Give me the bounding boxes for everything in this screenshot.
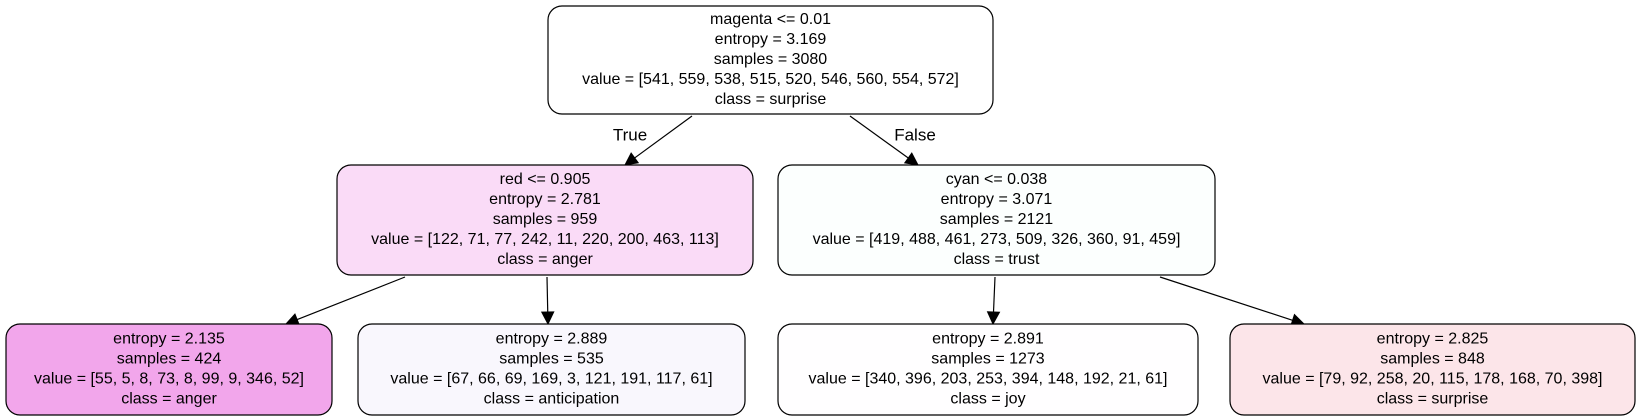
node-text-line: cyan <= 0.038: [946, 171, 1048, 188]
edge-line: [992, 276, 996, 313]
tree-node-n6: entropy = 2.825 samples = 848 value = [79,…: [1229, 323, 1636, 416]
node-text-line: samples = 535: [499, 351, 604, 368]
edge-line: [546, 276, 549, 313]
node-text-line: samples = 1273: [931, 351, 1045, 368]
edge-n2-n6: [1159, 276, 1306, 327]
tree-node-n0: magenta <= 0.01 entropy = 3.169 samples = …: [547, 5, 994, 115]
node-box: [357, 323, 746, 416]
edge-line: [1159, 276, 1293, 321]
node-text-line: red <= 0.905: [500, 171, 591, 188]
node-text-line: class = trust: [954, 251, 1040, 268]
tree-node-n4: entropy = 2.889 samples = 535 value = [67,…: [357, 323, 746, 416]
node-text-line: value = [419, 488, 461, 273, 509, 326, 3…: [813, 231, 1181, 248]
tree-node-n2: cyan <= 0.038 entropy = 3.071 samples = 21…: [777, 164, 1216, 276]
node-text-line: entropy = 2.135: [113, 331, 225, 348]
node-text-line: samples = 3080: [714, 51, 828, 68]
node-text-line: value = [541, 559, 538, 515, 520, 546, 5…: [582, 71, 959, 88]
edge-label-false: False: [894, 125, 936, 144]
node-text-line: class = anticipation: [484, 391, 620, 408]
edge-n1-n3: [284, 276, 406, 326]
node-text-line: entropy = 2.781: [489, 191, 601, 208]
node-text-line: value = [79, 92, 258, 20, 115, 178, 168,…: [1263, 371, 1603, 388]
edge-n0-n1: True: [613, 115, 693, 166]
arrow-head-icon: [903, 152, 919, 166]
node-box: [547, 5, 994, 115]
node-text-line: samples = 2121: [940, 211, 1054, 228]
node-box: [1229, 323, 1636, 416]
node-text-line: samples = 959: [493, 211, 598, 228]
arrow-head-icon: [986, 311, 1001, 326]
node-text-line: entropy = 3.169: [715, 31, 827, 48]
node-text-line: value = [67, 66, 69, 169, 3, 121, 191, 1…: [390, 371, 712, 388]
edge-line: [296, 276, 406, 321]
node-text-line: value = [340, 396, 203, 253, 394, 148, 1…: [809, 371, 1168, 388]
node-text-line: class = surprise: [1377, 391, 1489, 408]
node-text-line: value = [55, 5, 8, 73, 8, 99, 9, 346, 52…: [34, 371, 304, 388]
tree-node-n3: entropy = 2.135 samples = 424 value = [55,…: [5, 323, 333, 416]
edge-n2-n5: [986, 276, 1001, 326]
node-text-line: class = anger: [121, 391, 217, 408]
node-text-line: class = surprise: [715, 91, 827, 108]
edge-n1-n4: [540, 276, 555, 326]
node-text-line: entropy = 3.071: [941, 191, 1053, 208]
node-box: [777, 323, 1199, 416]
tree-node-n5: entropy = 2.891 samples = 1273 value = [34…: [777, 323, 1199, 416]
node-text-line: samples = 424: [117, 351, 222, 368]
node-box: [5, 323, 333, 416]
node-text-line: samples = 848: [1380, 351, 1485, 368]
nodes-layer: magenta <= 0.01 entropy = 3.169 samples = …: [5, 5, 1636, 416]
node-text-line: entropy = 2.889: [496, 331, 608, 348]
edge-line: [849, 115, 909, 159]
node-text-line: entropy = 2.891: [932, 331, 1044, 348]
edge-line: [634, 115, 693, 159]
node-text-line: entropy = 2.825: [1377, 331, 1489, 348]
node-text-line: value = [122, 71, 77, 242, 11, 220, 200,…: [371, 231, 719, 248]
edge-label-true: True: [613, 125, 647, 144]
node-text-line: class = anger: [497, 251, 593, 268]
node-box: [336, 164, 754, 276]
node-text-line: magenta <= 0.01: [710, 11, 831, 28]
node-text-line: class = joy: [950, 391, 1025, 408]
arrow-head-icon: [624, 152, 640, 166]
arrow-head-icon: [540, 311, 555, 326]
tree-node-n1: red <= 0.905 entropy = 2.781 samples = 959…: [336, 164, 754, 276]
edge-n0-n2: False: [849, 115, 936, 166]
node-box: [777, 164, 1216, 276]
